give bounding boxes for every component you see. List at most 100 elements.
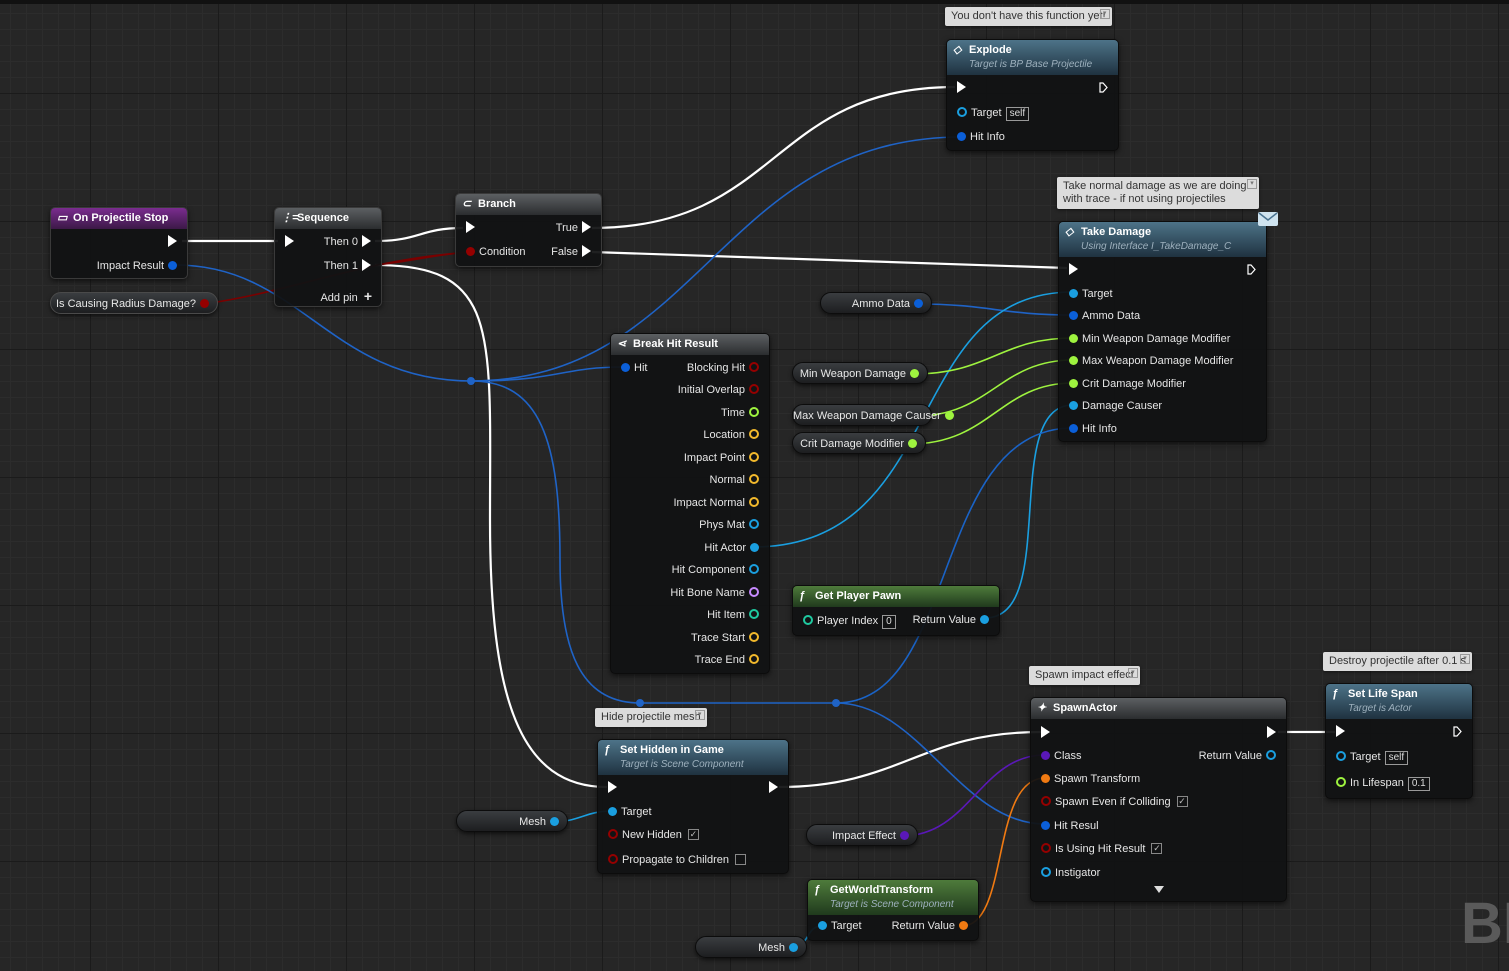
- pin-condition[interactable]: Condition: [462, 244, 525, 260]
- exec-pin-icon[interactable]: [1336, 725, 1345, 738]
- object-pin-icon[interactable]: [608, 806, 617, 816]
- expand-arrow-icon[interactable]: [1154, 886, 1164, 893]
- node-header[interactable]: ⋖ Break Hit Result: [611, 334, 769, 355]
- pin-max-weapon-damage-modifier[interactable]: Max Weapon Damage Modifier: [1065, 353, 1233, 369]
- vector-pin-icon[interactable]: [749, 632, 759, 643]
- transform-pin-icon[interactable]: [959, 920, 968, 930]
- pin-propagate-to-children[interactable]: Propagate to Children: [604, 852, 747, 868]
- vector-pin-icon[interactable]: [749, 654, 759, 665]
- var-is-causing-radius-damage[interactable]: Is Causing Radius Damage?: [50, 292, 218, 314]
- class-pin-icon[interactable]: [900, 830, 909, 840]
- pin-then-1[interactable]: Then 1: [324, 258, 375, 274]
- pin-exec-in[interactable]: [281, 234, 298, 250]
- comment-take-damage[interactable]: Take normal damage as we are doing with …: [1057, 177, 1259, 209]
- int-pin-icon[interactable]: [803, 615, 813, 626]
- object-pin-icon[interactable]: [1041, 867, 1051, 878]
- comment-pin-icon[interactable]: ▾: [1459, 654, 1470, 664]
- object-pin-icon[interactable]: [818, 920, 827, 930]
- pin-exec-in[interactable]: [953, 80, 970, 96]
- pin-true[interactable]: True: [556, 220, 595, 236]
- exec-pin-icon[interactable]: [582, 245, 591, 258]
- node-header[interactable]: ⋮= Sequence: [275, 208, 381, 229]
- pin-class[interactable]: Class: [1037, 748, 1082, 764]
- pin-exec-out[interactable]: [164, 234, 181, 250]
- node-branch[interactable]: ⊂ Branch True Condition False: [455, 193, 602, 267]
- var-impact-effect[interactable]: Impact Effect: [806, 824, 918, 846]
- float-pin-icon[interactable]: [749, 407, 759, 418]
- exec-pin-hollow-icon[interactable]: [1099, 81, 1108, 93]
- vector-pin-icon[interactable]: [749, 429, 759, 440]
- exec-pin-icon[interactable]: [466, 221, 475, 234]
- var-mesh-2[interactable]: Mesh: [695, 936, 807, 958]
- node-header[interactable]: ◇ Explode Target is BP Base Projectile: [947, 40, 1118, 75]
- comment-explode[interactable]: You don't have this function yet! ▾: [945, 7, 1112, 26]
- pin-hit-actor[interactable]: Hit Actor: [704, 540, 763, 556]
- exec-pin-icon[interactable]: [582, 221, 591, 234]
- pin-target[interactable]: Target: [814, 918, 862, 934]
- node-spawn-actor[interactable]: ✦ SpawnActor Class Return Value Spawn Tr…: [1030, 697, 1287, 902]
- pin-return-value[interactable]: Return Value: [913, 612, 993, 628]
- bool-pin-icon[interactable]: [466, 246, 475, 256]
- using-hit-checkbox[interactable]: ✓: [1151, 842, 1163, 854]
- pin-hit-result[interactable]: Hit Resul: [1037, 818, 1099, 834]
- name-pin-icon[interactable]: [749, 587, 759, 598]
- node-break-hit-result[interactable]: ⋖ Break Hit Result Hit Blocking Hit Init…: [610, 333, 770, 674]
- comment-spawn-effect[interactable]: Spawn impact effect ▾: [1029, 666, 1140, 685]
- target-default-box[interactable]: self: [1005, 107, 1030, 121]
- node-header[interactable]: ◇ Take Damage Using Interface I_TakeDama…: [1059, 222, 1266, 257]
- pin-exec-out[interactable]: [1095, 80, 1112, 96]
- var-mesh[interactable]: Mesh: [456, 810, 568, 832]
- exec-pin-icon[interactable]: [362, 235, 371, 248]
- struct-pin-icon[interactable]: [1069, 423, 1078, 433]
- object-pin-icon[interactable]: [980, 614, 989, 624]
- int-pin-icon[interactable]: [749, 609, 759, 620]
- exec-pin-icon[interactable]: [1069, 263, 1078, 276]
- node-header[interactable]: ƒ Set Hidden in Game Target is Scene Com…: [598, 740, 788, 775]
- pin-then-0[interactable]: Then 0: [324, 234, 375, 250]
- exec-pin-hollow-icon[interactable]: [1247, 263, 1256, 275]
- pin-crit-damage-modifier[interactable]: Crit Damage Modifier: [1065, 376, 1186, 392]
- pin-impact-normal[interactable]: Impact Normal: [673, 495, 763, 511]
- object-pin-icon[interactable]: [749, 519, 759, 530]
- object-pin-icon[interactable]: [1336, 751, 1346, 762]
- pin-spawn-even-if-colliding[interactable]: Spawn Even if Colliding✓: [1037, 794, 1188, 810]
- var-crit-damage-modifier[interactable]: Crit Damage Modifier: [792, 432, 926, 454]
- comment-pin-icon[interactable]: ▾: [694, 710, 705, 720]
- exec-pin-icon[interactable]: [608, 781, 617, 794]
- pin-ammo-data[interactable]: Ammo Data: [1065, 308, 1140, 324]
- node-header[interactable]: ⊂ Branch: [456, 194, 601, 215]
- pin-blocking-hit[interactable]: Blocking Hit: [687, 360, 763, 376]
- node-on-projectile-stop[interactable]: ▭ On Projectile Stop Impact Result: [50, 207, 188, 279]
- object-pin-icon[interactable]: [1266, 750, 1276, 761]
- vector-pin-icon[interactable]: [749, 452, 759, 463]
- float-pin-icon[interactable]: [908, 438, 917, 448]
- exec-pin-icon[interactable]: [1267, 726, 1276, 739]
- var-max-weapon-damage[interactable]: Max Weapon Damage Causer: [792, 404, 954, 426]
- comment-pin-icon[interactable]: ▾: [1127, 668, 1138, 678]
- pin-exec-out[interactable]: [1263, 725, 1280, 741]
- pin-impact-point[interactable]: Impact Point: [684, 450, 763, 466]
- float-pin-icon[interactable]: [944, 410, 954, 420]
- comment-pin-icon[interactable]: ▾: [1247, 179, 1257, 189]
- pin-exec-in[interactable]: [1065, 262, 1082, 278]
- node-header[interactable]: ƒ Get Player Pawn: [793, 586, 999, 607]
- node-get-world-transform[interactable]: ƒ GetWorldTransform Target is Scene Comp…: [807, 879, 979, 941]
- pin-hit-info[interactable]: Hit Info: [1065, 421, 1117, 437]
- add-pin-button[interactable]: Add pin +: [320, 288, 375, 304]
- pin-normal[interactable]: Normal: [710, 472, 763, 488]
- pin-hit-bone-name[interactable]: Hit Bone Name: [670, 585, 763, 601]
- class-pin-icon[interactable]: [1041, 750, 1050, 760]
- pin-exec-out[interactable]: [1449, 724, 1466, 740]
- struct-pin-icon[interactable]: [168, 260, 177, 270]
- pin-exec-in[interactable]: [604, 780, 621, 796]
- object-pin-icon[interactable]: [1069, 288, 1078, 298]
- vector-pin-icon[interactable]: [749, 474, 759, 485]
- lifespan-input[interactable]: 0.1: [1407, 777, 1430, 791]
- pin-impact-result[interactable]: Impact Result: [97, 258, 181, 274]
- node-sequence[interactable]: ⋮= Sequence Then 0 Then 1 Add pin +: [274, 207, 382, 307]
- bool-pin-icon[interactable]: [1041, 843, 1051, 854]
